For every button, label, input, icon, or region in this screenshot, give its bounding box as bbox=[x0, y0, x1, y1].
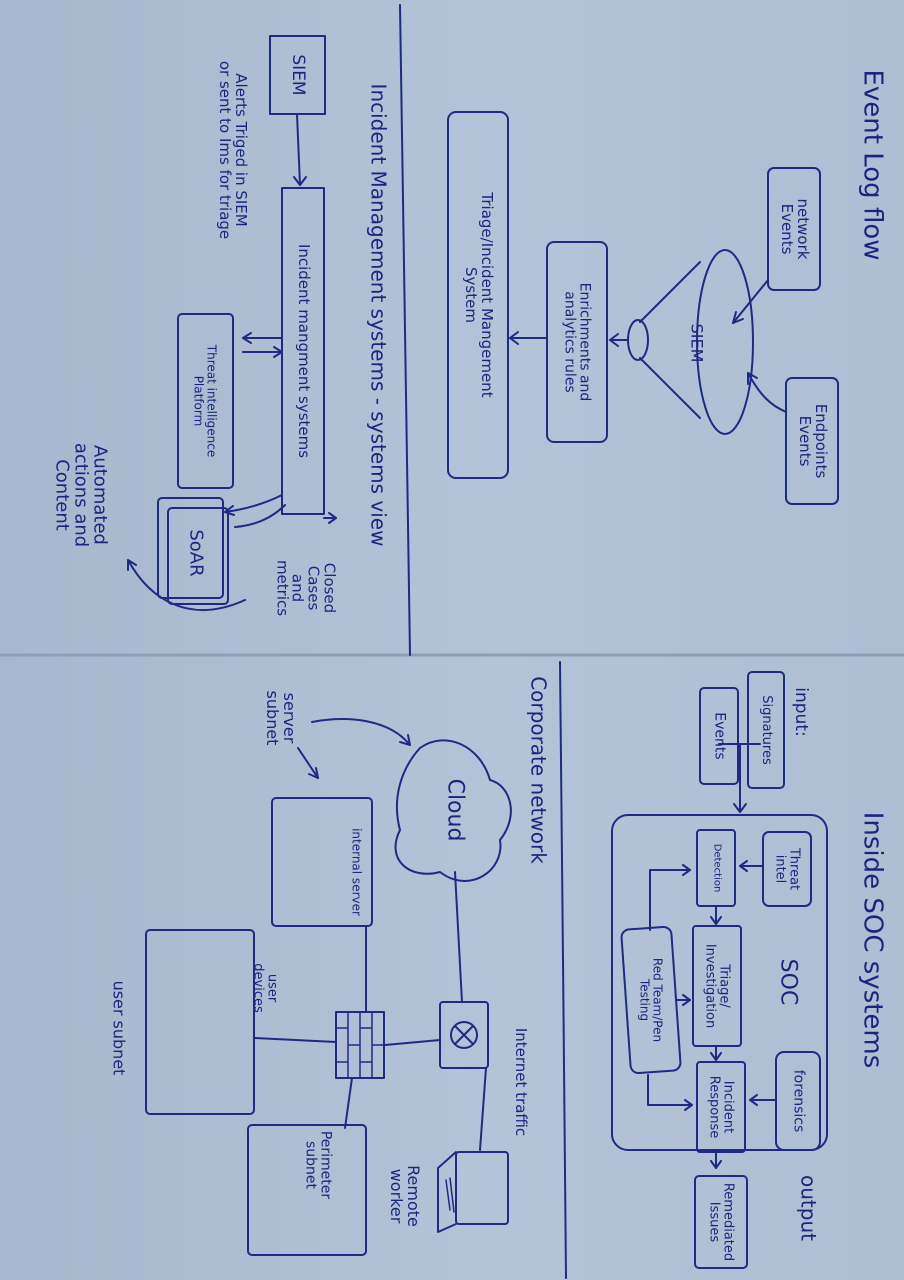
cloud-label: Cloud bbox=[442, 778, 468, 842]
arrows-ims-threat-intel bbox=[242, 337, 283, 353]
incident-response-box bbox=[696, 1061, 746, 1153]
server-subnet-label: server subnet bbox=[263, 690, 299, 746]
arrow-endpoints-to-siem bbox=[747, 372, 787, 413]
arrow-soar-automated bbox=[127, 559, 246, 611]
internet-traffic-label: Internet traffic bbox=[511, 1027, 530, 1137]
corporate-network-title: Corporate network bbox=[526, 676, 551, 864]
triage-investigation-label: Triage/ Investigation bbox=[703, 943, 732, 1029]
user-subnet-box bbox=[145, 929, 255, 1115]
link-router-to-firewall bbox=[384, 1039, 441, 1046]
ims-label: Incident mangment systems bbox=[294, 243, 313, 459]
link-cloud-to-router bbox=[454, 871, 463, 1003]
firewall-icon bbox=[335, 1011, 385, 1079]
arrow-redteam-to-ir bbox=[647, 1074, 693, 1106]
enrichments-box bbox=[546, 241, 608, 443]
threat-intel-platform-label: Threat intelligence Platform bbox=[192, 344, 219, 458]
threat-intel-label: Threat intel bbox=[773, 847, 802, 891]
cloud-shape bbox=[394, 739, 512, 882]
ims-systems-view-title: Incident Management systems - systems vi… bbox=[366, 83, 391, 547]
arrow-server-to-cloud bbox=[311, 718, 411, 746]
internal-server-label: internal server bbox=[349, 828, 364, 916]
arrow-inputs-to-soc bbox=[718, 743, 761, 813]
incident-response-label: Incident Response bbox=[707, 1075, 736, 1139]
forensics-label: forensics bbox=[790, 1069, 807, 1133]
output-label: output bbox=[796, 1175, 821, 1241]
soar-box bbox=[157, 497, 229, 605]
red-team-box bbox=[620, 925, 682, 1075]
events-box bbox=[699, 687, 739, 785]
signatures-label: Signatures bbox=[758, 695, 774, 765]
endpoints-events-label: Endpoints Events bbox=[796, 403, 830, 479]
arrow-redteam-to-detection bbox=[649, 869, 691, 931]
soc-container bbox=[611, 814, 828, 1151]
router-icon bbox=[450, 1021, 478, 1049]
arrow-siem-to-ims bbox=[296, 113, 301, 186]
events-label: Events bbox=[711, 712, 728, 760]
ims-siem-label: SIEM bbox=[287, 54, 308, 96]
divider-top bbox=[399, 4, 411, 656]
perimeter-subnet-box bbox=[247, 1124, 367, 1256]
arrow-ims-to-soar bbox=[224, 494, 283, 513]
detection-label: Detection bbox=[711, 843, 723, 893]
network-events-label: network Events bbox=[778, 198, 812, 260]
laptop-icon bbox=[437, 1151, 509, 1233]
alerts-note: Alerts Triged in SIEM or sent to Ims for… bbox=[216, 60, 250, 240]
inside-soc-title: Inside SOC systems bbox=[857, 811, 888, 1069]
remote-worker-label: Remote worker bbox=[387, 1165, 423, 1227]
closed-cases-label: Closed Cases and metrics bbox=[273, 559, 339, 617]
arrow-server-label bbox=[297, 747, 319, 779]
threat-intel-platform-box bbox=[177, 313, 234, 489]
user-subnet-label: user subnet bbox=[109, 980, 129, 1076]
endpoints-events-box bbox=[785, 377, 839, 505]
link-router-to-remote bbox=[479, 1067, 487, 1151]
divider-bottom bbox=[559, 661, 567, 1279]
remediated-issues-label: Remediated Issues bbox=[707, 1182, 736, 1262]
threat-intel-box bbox=[762, 831, 812, 907]
arrow-network-to-siem bbox=[732, 279, 769, 324]
soar-label: SoAR bbox=[185, 529, 207, 577]
link-firewall-to-perimeter bbox=[344, 1077, 353, 1129]
router-box bbox=[439, 1001, 489, 1069]
signatures-box bbox=[747, 671, 785, 789]
event-log-flow-title: Event Log flow bbox=[857, 69, 888, 261]
perimeter-subnet-label: Perimeter subnet bbox=[303, 1130, 334, 1200]
automated-actions-note: Automated actions and Content bbox=[51, 442, 111, 548]
triage-ims-label: Triage/Incident Mangement System bbox=[462, 192, 496, 398]
enrichments-label: Enrichments and analytics rules bbox=[562, 282, 593, 402]
red-team-label: Red Team/Pen Testing bbox=[638, 957, 665, 1043]
server-subnet-box bbox=[271, 797, 373, 927]
link-firewall-to-users bbox=[254, 1037, 337, 1043]
siem-funnel bbox=[627, 249, 754, 435]
network-events-box bbox=[767, 167, 821, 291]
input-label: input: bbox=[790, 687, 811, 737]
remediated-issues-box bbox=[694, 1175, 748, 1269]
soc-label: SOC bbox=[775, 958, 801, 1006]
siem-label: SIEM bbox=[687, 323, 707, 363]
triage-ims-box bbox=[447, 111, 509, 479]
user-devices-label: user devices bbox=[251, 963, 280, 1013]
